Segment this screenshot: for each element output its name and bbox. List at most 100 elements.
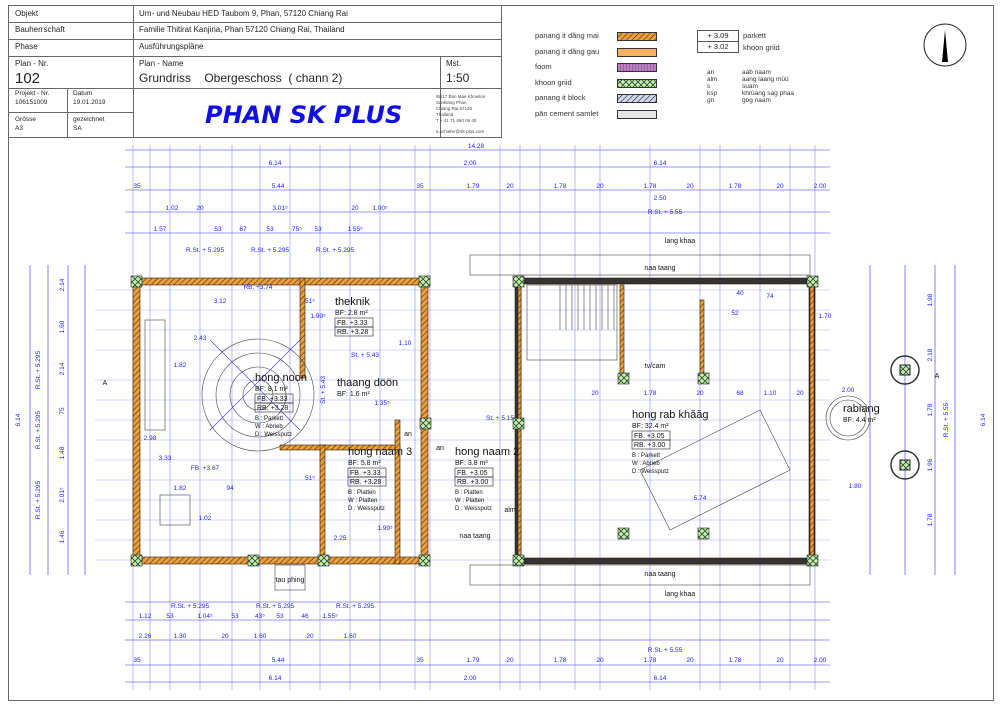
dimension-text: 1.99⁵ [310,313,326,320]
address-line: Thailand [436,112,454,117]
dimension-text: 2.50 [654,195,667,202]
level-label: khoon griid [743,43,780,52]
room-area: BF: 4.4 m² [843,417,876,424]
dimension-text: 1.78 [729,657,742,664]
bauherrschaft-value: Familie Thitirat Kanjina, Phan 57120 Chi… [139,25,345,34]
plan-label: St. + 5.43 [351,352,379,359]
dimension-text: 1.78 [927,403,934,416]
plan-label: R.St. + 5.55 [648,209,683,216]
column [512,417,525,430]
dimension-text: 1.78 [554,183,567,190]
wall [514,277,816,285]
dimension-text: 2.18 [927,348,934,361]
dimension-text: 20 [196,205,204,212]
dimension-text: 35 [133,657,141,664]
dimension-text: 1.79 [467,183,480,190]
column [617,372,630,385]
room-area: BF: 1.6 m² [337,391,370,398]
plan-label: A [103,380,108,387]
floor-level: FB. +3.05 [457,470,488,477]
room-finish: B : Platten [348,490,376,496]
company-address: 58/17 Ban Mae Khowton Sanklang Phan Chia… [436,94,485,135]
material-label: foom [535,62,552,71]
column [617,527,630,540]
room-area: BF: 5.8 m² [348,460,381,467]
round-column [890,355,920,385]
room-finish: B : Platten [455,490,483,496]
dimension-text: 3.01⁵ [272,205,288,212]
dimension-text: 67 [239,226,247,233]
dimension-text: 20 [686,183,694,190]
dimension-text: 1.60 [344,633,357,640]
objekt-value: Um- und Neubau HED Taubom 9, Phan, 57120… [139,9,348,18]
column [247,554,260,567]
dimension-text: 1.55⁵ [322,613,338,620]
projekt-nr-label: Projekt - Nr. [15,90,50,97]
dimension-text: 51⁵ [305,298,315,305]
plan-label: alm [504,507,515,514]
dimension-text: 43⁵ [255,613,265,620]
column [697,527,710,540]
room-name: hong naam 3 [348,446,412,458]
objekt-label: Objekt [15,9,39,18]
dimension-text: 2.00 [464,160,477,167]
floor-level: FB. +3.33 [337,320,368,327]
company-email: a.schiefer@sk-plus.com [436,129,485,134]
plan-label: R.St. + 5.295 [251,247,290,254]
column [419,417,432,430]
room-name: theknik [335,296,370,308]
dimension-text: 5.44 [272,183,285,190]
dimension-text: 2.00 [814,657,827,664]
round-column [890,450,920,480]
plan-label: A [935,373,940,380]
dimension-text: 14.28 [468,143,485,150]
gezeichnet-label: gezeichnet [73,116,105,123]
dimension-text: 1.78 [927,513,934,526]
dimension-text: 20 [306,633,314,640]
room-finish: D : Weissputz [348,506,385,512]
wall [132,556,429,565]
level-label: parkett [743,31,766,40]
datum-value: 19.01.2019 [73,99,106,106]
dimension-text: 2.00 [842,387,855,394]
dimension-text: 35 [416,183,424,190]
dimension-text: 1.78 [644,390,657,397]
wall [319,444,326,565]
material-label: panang it block [535,93,586,102]
table [639,409,791,531]
dimension-text: 53 [276,613,284,620]
dimension-text: 1.12 [139,613,152,620]
scale-value: 1:50 [446,71,470,85]
dimension-text: 53 [214,226,222,233]
material-swatch [617,78,657,88]
dimension-text: 1.98 [927,293,934,306]
dimension-text: 35 [133,183,141,190]
round-bed-outline [201,338,315,452]
dimension-text: 6.14 [654,675,667,682]
balcony-pillar [274,564,306,591]
floor-level: FB. +3.33 [350,470,381,477]
abbreviation-meaning: gog naam [742,97,771,104]
room-finish: W : Platten [348,498,377,504]
dimension-text: 20 [591,390,599,397]
material-label: pān cement samlet [535,108,599,118]
plan-label: naa taang [459,533,490,540]
projekt-nr-value: 106151009 [15,99,48,106]
plan-label: an [436,445,444,452]
dimension-text: 1.60 [254,633,267,640]
column [512,275,525,288]
floor-level: FB. +3.05 [634,433,665,440]
dimension-text: 74 [766,293,774,300]
dimension-text: 1.96 [927,458,934,471]
plan-name-value: Grundriss Obergeschoss ( chann 2) [139,71,343,85]
plan-label: R.St. + 5.295 [171,603,210,610]
abbreviation: an [707,69,715,76]
dimension-text: 5.44 [272,657,285,664]
room-area: BF: 2.8 m² [335,310,368,317]
room-finish: D : Weissputz [255,432,292,438]
dimension-text: 35 [416,657,424,664]
material-label: khoon griid [535,77,572,87]
